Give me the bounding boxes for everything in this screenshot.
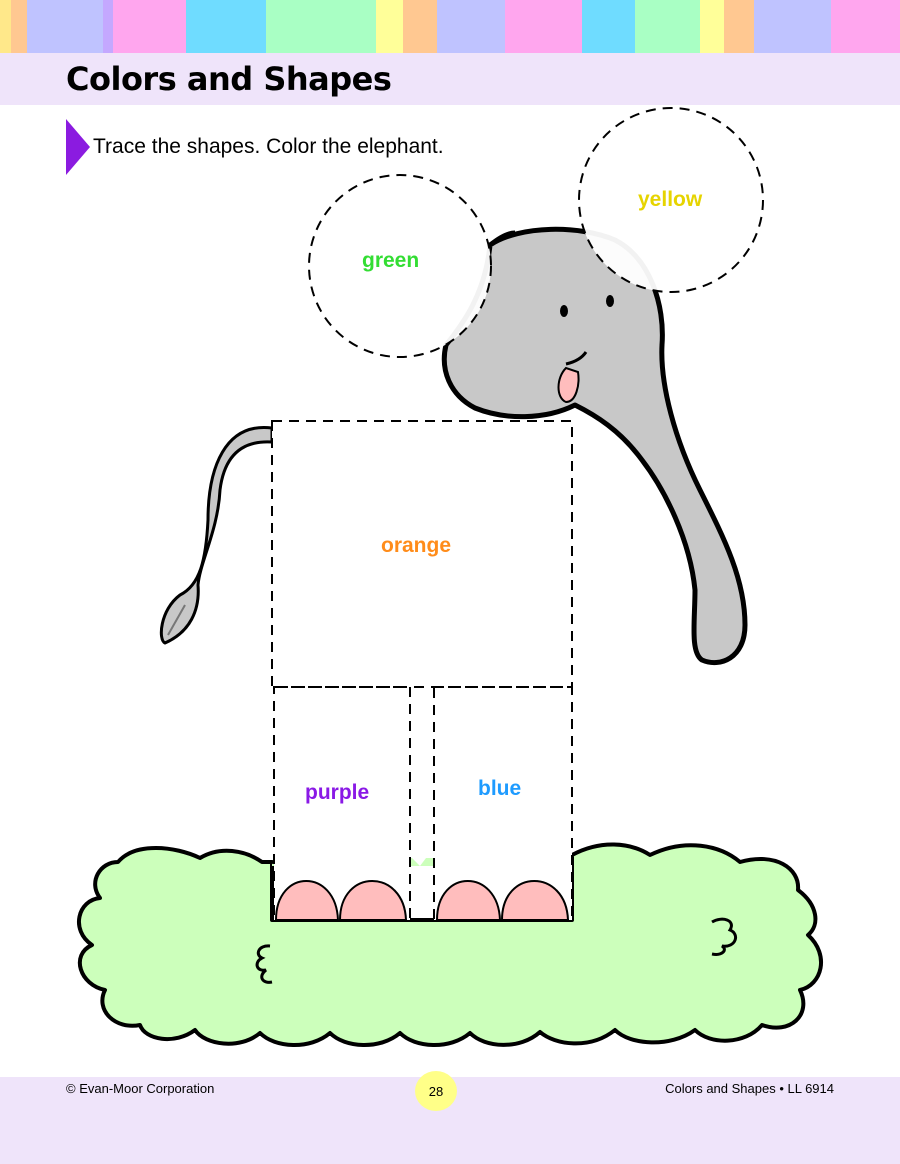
elephant-tail [159, 426, 274, 645]
trace-rect-leg-right [433, 686, 573, 921]
footer-book-info: Colors and Shapes • LL 6914 [665, 1081, 834, 1096]
page-number: 28 [428, 1083, 444, 1099]
stripe [0, 0, 11, 53]
stripe [582, 0, 636, 53]
stripe [437, 0, 490, 53]
rainbow-stripe-bar [0, 0, 900, 53]
stripe [403, 0, 438, 53]
trace-rect-body [271, 420, 573, 688]
stripe [700, 0, 725, 53]
stripe [376, 0, 404, 53]
elephant-eye-left [560, 305, 568, 317]
label-purple: purple [305, 781, 370, 804]
page-number-badge: 28 [415, 1071, 457, 1111]
stripe [177, 0, 187, 53]
stripe [799, 0, 831, 53]
instruction-text: Trace the shapes. Color the elephant. [93, 135, 444, 158]
stripe [489, 0, 505, 53]
stripe [113, 0, 178, 53]
grass-tuft-right [711, 917, 738, 956]
elephant-eye-right [606, 295, 614, 307]
toe [500, 880, 570, 921]
toe [338, 880, 408, 921]
stripe [266, 0, 316, 53]
stripe [754, 0, 800, 53]
toe [435, 880, 502, 921]
stripe [186, 0, 267, 53]
label-blue: blue [478, 777, 522, 800]
label-yellow: yellow [638, 188, 703, 211]
stripe [504, 0, 583, 53]
stripe [102, 0, 114, 53]
grass-bush [77, 842, 824, 1047]
page-title: Colors and Shapes [66, 60, 392, 98]
instruction-arrow-icon [66, 119, 90, 175]
trace-circle-green [308, 174, 492, 358]
header-band [0, 53, 900, 105]
worksheet-illustration [77, 107, 824, 1047]
label-green: green [362, 249, 420, 272]
trace-circle-yellow [578, 107, 764, 293]
elephant-head [441, 226, 748, 666]
stripe [27, 0, 103, 53]
trace-rect-leg-left [273, 686, 411, 921]
toe [274, 880, 340, 921]
stripe [315, 0, 377, 53]
stripe [724, 0, 755, 53]
elephant-tongue [557, 366, 580, 404]
stripe [830, 0, 900, 53]
grass-tuft-left [255, 944, 273, 984]
stripe [10, 0, 27, 53]
stripe [635, 0, 701, 53]
footer-copyright: © Evan-Moor Corporation [66, 1081, 215, 1096]
label-orange: orange [381, 534, 452, 557]
